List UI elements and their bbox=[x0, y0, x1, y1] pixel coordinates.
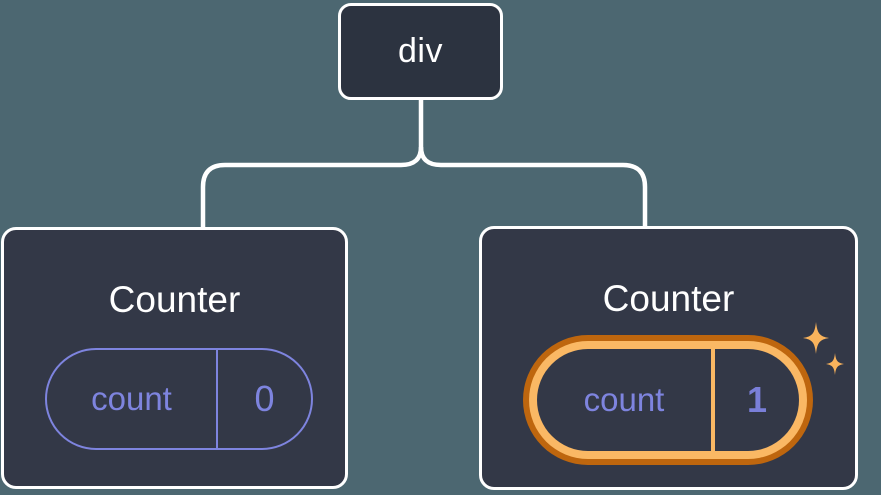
root-node: div bbox=[338, 3, 503, 100]
root-node-label: div bbox=[398, 32, 443, 70]
state-pill-value-cell: 1 bbox=[715, 349, 799, 451]
state-pill-value-cell: 0 bbox=[218, 350, 311, 448]
state-pill-highlighted: count 1 bbox=[523, 335, 813, 465]
state-name: count bbox=[91, 380, 172, 417]
state-pill-name-cell: count bbox=[47, 350, 218, 448]
state-value: 0 bbox=[254, 378, 275, 419]
state-name: count bbox=[583, 381, 665, 418]
state-value: 1 bbox=[746, 379, 768, 420]
component-node-counter-left: Counter count 0 bbox=[1, 227, 348, 489]
state-pill-name-cell: count bbox=[537, 349, 715, 451]
state-pill: count 0 bbox=[45, 348, 313, 450]
connector-left-branch bbox=[200, 146, 424, 228]
state-pill-core: count 1 bbox=[537, 349, 799, 451]
component-title: Counter bbox=[602, 278, 735, 319]
connector-right-branch bbox=[418, 146, 648, 228]
component-node-counter-right: Counter count 1 bbox=[479, 226, 858, 490]
component-title: Counter bbox=[108, 279, 241, 320]
